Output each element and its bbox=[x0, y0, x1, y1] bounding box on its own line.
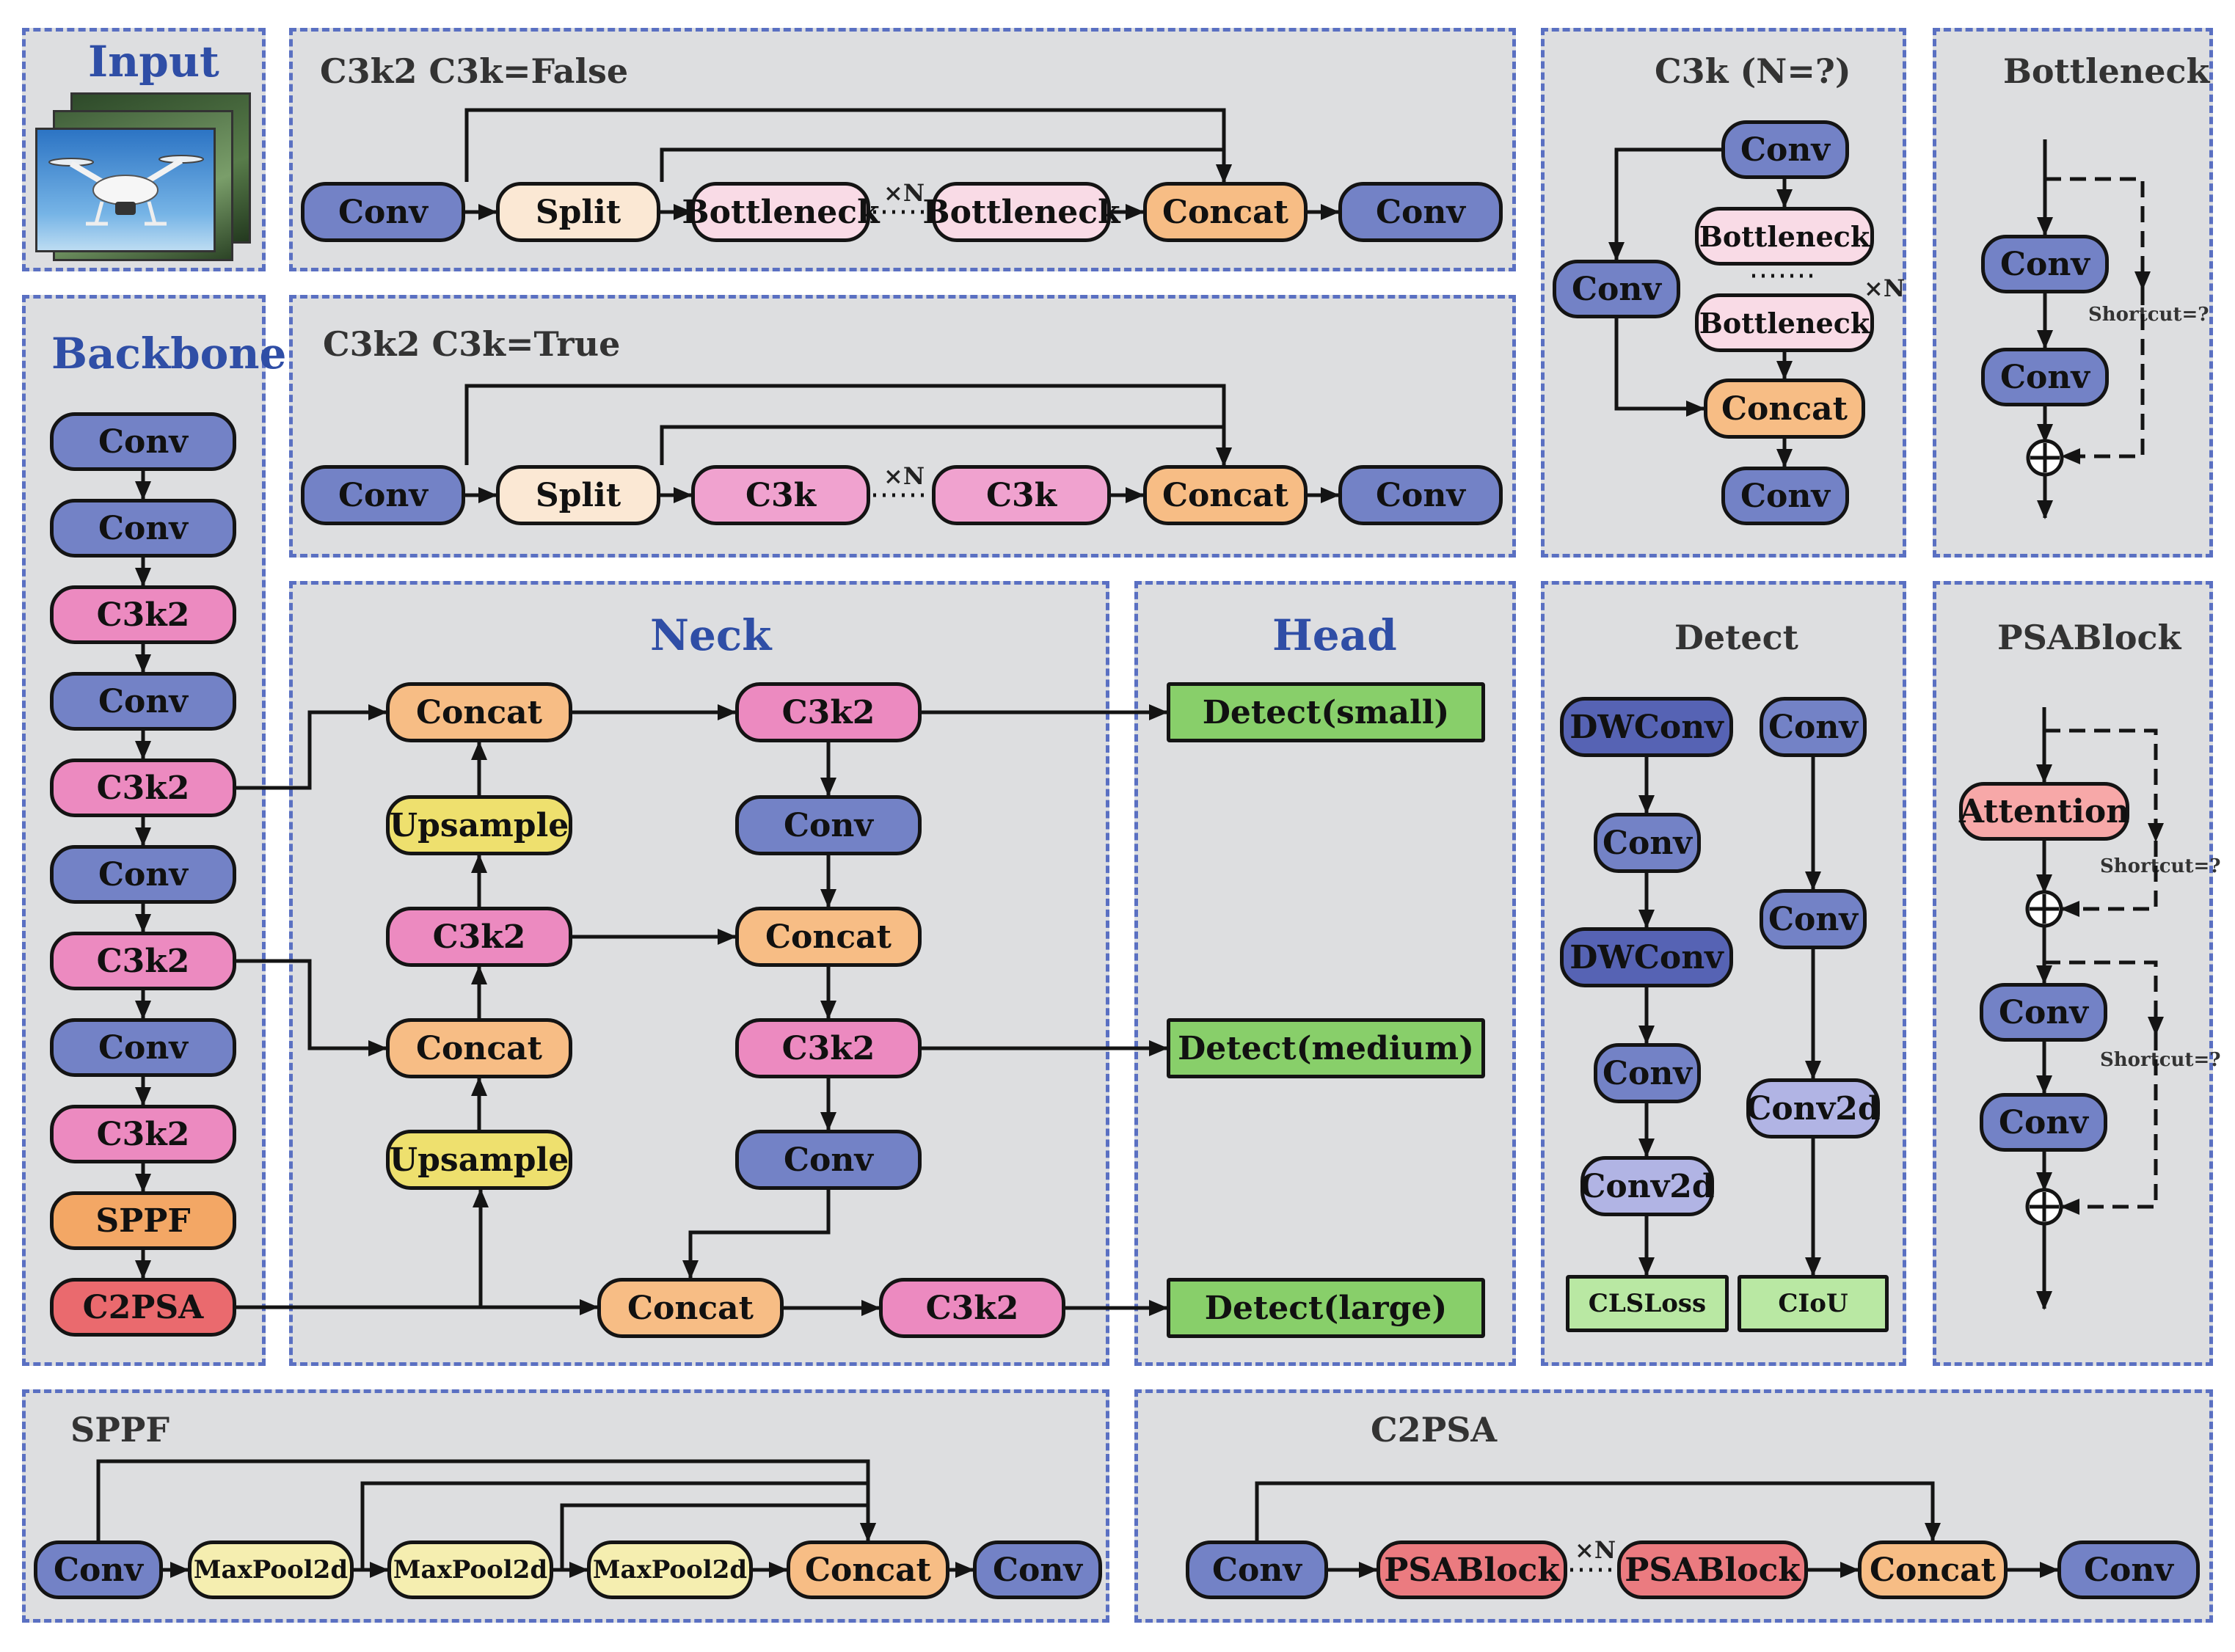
c3k2t-conv-out: Conv bbox=[1338, 465, 1503, 525]
psablock-conv-1: Conv bbox=[1980, 983, 2107, 1042]
c2psa-psablock-2: PSABlock bbox=[1617, 1540, 1808, 1599]
detect-ciou: CIoU bbox=[1738, 1275, 1889, 1332]
sppf-maxpool-2: MaxPool2d bbox=[387, 1540, 553, 1599]
c2psa-xn: ×N bbox=[1575, 1536, 1616, 1564]
c3k2-true-title: C3k2 C3k=True bbox=[323, 324, 621, 364]
plus-circle-icon bbox=[2025, 439, 2064, 1226]
c2psa-conv-in: Conv bbox=[1186, 1540, 1328, 1599]
neck-c3k2-4: C3k2 bbox=[879, 1278, 1065, 1338]
backbone-conv-2: Conv bbox=[50, 499, 236, 558]
neck-conv-2: Conv bbox=[735, 1130, 922, 1190]
c3k2f-bottleneck-2: Bottleneck bbox=[922, 182, 1120, 242]
sppf-conv-out: Conv bbox=[973, 1540, 1102, 1599]
input-title: Input bbox=[88, 37, 219, 87]
psablock-shortcut-label-1: Shortcut=? bbox=[2100, 855, 2221, 877]
neck-title: Neck bbox=[650, 610, 772, 660]
sppf-title: SPPF bbox=[70, 1410, 170, 1450]
psablock-attention: Attention bbox=[1959, 782, 2129, 841]
head-detect-medium: Detect(medium) bbox=[1167, 1018, 1485, 1078]
psablock-shortcut-label-2: Shortcut=? bbox=[2100, 1049, 2221, 1071]
c3k2f-xn: ×N bbox=[883, 179, 925, 207]
psablock-title: PSABlock bbox=[1997, 618, 2181, 657]
c3k2f-split: Split bbox=[496, 182, 660, 242]
c3k2t-c3k-2: C3k bbox=[932, 465, 1111, 525]
c3k-conv-bottom: Conv bbox=[1721, 467, 1849, 525]
neck-conv-1: Conv bbox=[735, 795, 922, 855]
sppf-maxpool-3: MaxPool2d bbox=[587, 1540, 753, 1599]
detect-conv-3: Conv bbox=[1760, 697, 1867, 757]
neck-concat-4: Concat bbox=[597, 1278, 784, 1338]
detect-title: Detect bbox=[1674, 618, 1798, 657]
c3k-xn: ×N bbox=[1864, 274, 1906, 302]
detect-conv-2: Conv bbox=[1594, 1043, 1701, 1103]
detect-dwconv-1: DWConv bbox=[1560, 697, 1733, 757]
psablock-panel bbox=[1933, 581, 2213, 1366]
backbone-c3k2-4: C3k2 bbox=[50, 1105, 236, 1163]
sppf-maxpool-1: MaxPool2d bbox=[188, 1540, 354, 1599]
detect-clsloss: CLSLoss bbox=[1566, 1275, 1729, 1332]
backbone-conv-1: Conv bbox=[50, 412, 236, 471]
c3k2f-bottleneck-1: Bottleneck bbox=[682, 182, 880, 242]
neck-c3k2-1: C3k2 bbox=[386, 907, 572, 967]
c3k2f-concat: Concat bbox=[1143, 182, 1308, 242]
backbone-c2psa: C2PSA bbox=[50, 1278, 236, 1337]
drone-icon bbox=[48, 155, 204, 226]
c3k2-false-title: C3k2 C3k=False bbox=[320, 51, 629, 91]
bottleneck-shortcut-label: Shortcut=? bbox=[2088, 304, 2209, 326]
c3k2t-split: Split bbox=[496, 465, 660, 525]
bottleneck-title: Bottleneck bbox=[2003, 51, 2210, 91]
neck-concat-3: Concat bbox=[735, 907, 922, 967]
c3k2t-c3k-1: C3k bbox=[691, 465, 870, 525]
neck-upsample-2: Upsample bbox=[386, 1130, 572, 1190]
detect-dwconv-2: DWConv bbox=[1560, 927, 1733, 987]
backbone-c3k2-2: C3k2 bbox=[50, 759, 236, 817]
neck-c3k2-2: C3k2 bbox=[735, 682, 922, 742]
neck-c3k2-3: C3k2 bbox=[735, 1018, 922, 1078]
c3k-conv-top: Conv bbox=[1721, 120, 1849, 179]
c3k2f-conv-out: Conv bbox=[1338, 182, 1503, 242]
c2psa-title: C2PSA bbox=[1371, 1410, 1498, 1450]
c2psa-conv-out: Conv bbox=[2057, 1540, 2200, 1599]
detect-conv-1: Conv bbox=[1594, 813, 1701, 873]
c3k2t-concat: Concat bbox=[1143, 465, 1308, 525]
neck-concat-1: Concat bbox=[386, 682, 572, 742]
c3k-concat: Concat bbox=[1704, 379, 1865, 439]
backbone-c3k2-3: C3k2 bbox=[50, 932, 236, 990]
head-title: Head bbox=[1272, 610, 1397, 660]
c3k2f-conv-in: Conv bbox=[301, 182, 465, 242]
backbone-title: Backbone bbox=[51, 329, 287, 379]
head-detect-large: Detect(large) bbox=[1167, 1278, 1485, 1338]
sppf-conv-in: Conv bbox=[34, 1540, 163, 1599]
c2psa-concat: Concat bbox=[1858, 1540, 2008, 1599]
c3k2t-conv-in: Conv bbox=[301, 465, 465, 525]
psablock-conv-2: Conv bbox=[1980, 1093, 2107, 1152]
backbone-conv-5: Conv bbox=[50, 1018, 236, 1077]
neck-concat-2: Concat bbox=[386, 1018, 572, 1078]
detect-conv2d-2: Conv2d bbox=[1746, 1078, 1881, 1139]
c3k-conv-side: Conv bbox=[1553, 260, 1680, 318]
backbone-conv-4: Conv bbox=[50, 845, 236, 904]
detect-conv2d-1: Conv2d bbox=[1580, 1156, 1715, 1216]
bottleneck-conv-1: Conv bbox=[1981, 235, 2109, 293]
head-detect-small: Detect(small) bbox=[1167, 682, 1485, 742]
drone-image-icon bbox=[35, 128, 216, 252]
sppf-concat: Concat bbox=[787, 1540, 949, 1599]
c3k-title: C3k (N=?) bbox=[1655, 51, 1851, 91]
c3k-bottleneck-1: Bottleneck bbox=[1695, 207, 1874, 266]
neck-upsample-1: Upsample bbox=[386, 795, 572, 855]
c2psa-psablock-1: PSABlock bbox=[1377, 1540, 1567, 1599]
backbone-c3k2-1: C3k2 bbox=[50, 585, 236, 644]
backbone-conv-3: Conv bbox=[50, 672, 236, 731]
detect-conv-4: Conv bbox=[1760, 889, 1867, 949]
bottleneck-conv-2: Conv bbox=[1981, 348, 2109, 406]
c3k2t-xn: ×N bbox=[883, 462, 925, 490]
c3k-bottleneck-2: Bottleneck bbox=[1695, 293, 1874, 352]
backbone-sppf: SPPF bbox=[50, 1191, 236, 1250]
